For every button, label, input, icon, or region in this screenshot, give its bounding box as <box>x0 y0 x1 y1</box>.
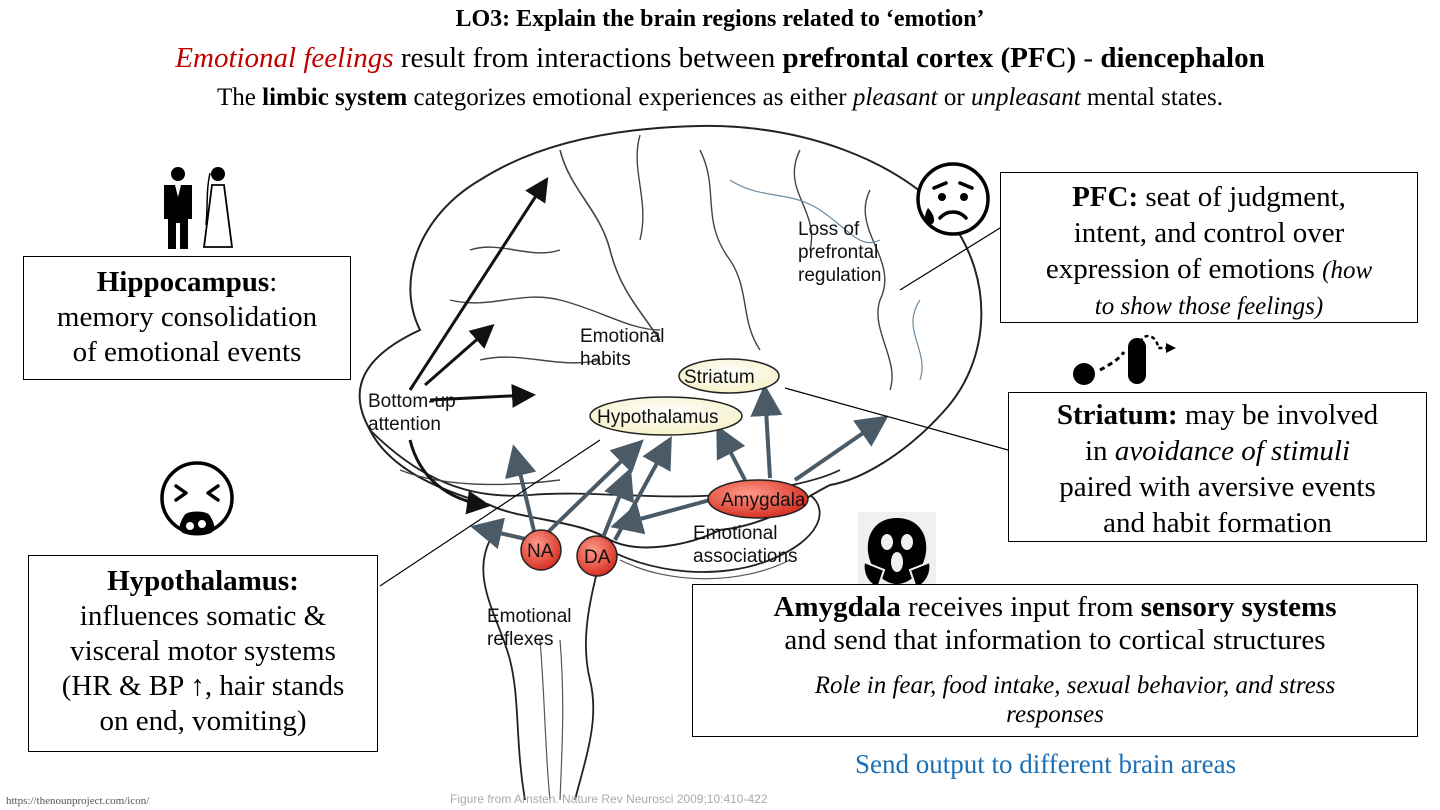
brainstem <box>482 539 526 801</box>
send-output-text: Send output to different brain areas <box>855 749 1237 779</box>
icon-source-link[interactable]: https://thenounproject.com/icon/ <box>6 795 150 807</box>
emotional-feelings-text: Emotional feelings <box>175 42 394 74</box>
screaming-face-icon <box>858 512 936 590</box>
worried-face-icon <box>916 162 990 236</box>
pfc-box: PFC: seat of judgment, intent, and contr… <box>1000 172 1418 323</box>
hypothalamus-box: Hypothalamus: influences somatic & visce… <box>28 555 378 752</box>
striatum-box: Striatum: may be involved in avoidance o… <box>1008 392 1427 542</box>
hippocampus-box: Hippocampus: memory consolidation of emo… <box>23 256 351 380</box>
subtitle-line-1: Emotional feelings result from interacti… <box>175 42 1265 74</box>
hypothalamus-label: Hypothalamus <box>597 407 719 428</box>
amygdala-node <box>707 479 809 519</box>
na-label: NA <box>527 541 554 562</box>
da-label: DA <box>584 547 611 568</box>
emotional-reflexes-label: Emotional reflexes <box>487 606 572 650</box>
na-node <box>520 529 562 571</box>
striatum-label: Striatum <box>684 367 755 388</box>
amygdala-box: Amygdala receives input from sensory sys… <box>692 584 1418 737</box>
emotional-associations-label: Emotional associations <box>693 523 798 567</box>
couple-icon <box>164 167 234 249</box>
dots-path-icon <box>1073 334 1176 385</box>
amygdala-label: Amygdala <box>721 490 806 511</box>
emotional-habits-label: Emotional habits <box>580 326 665 370</box>
bottom-up-attention-label: Bottom-up attention <box>368 391 456 435</box>
brain-outline <box>358 124 983 549</box>
brain-diagram <box>358 124 1009 801</box>
figure-credit: Figure from Arnsten. Nature Rev Neurosci… <box>450 792 768 806</box>
slide-title: LO3: Explain the brain regions related t… <box>455 6 985 32</box>
nauseated-face-icon <box>160 461 234 536</box>
cerebellum <box>599 494 821 573</box>
striatum-node <box>678 358 780 394</box>
subtitle-line-2: The limbic system categorizes emotional … <box>217 84 1223 111</box>
loss-regulation-label: Loss of prefrontal regulation <box>798 219 882 286</box>
hypothalamus-node <box>589 396 743 436</box>
da-node <box>576 535 618 577</box>
